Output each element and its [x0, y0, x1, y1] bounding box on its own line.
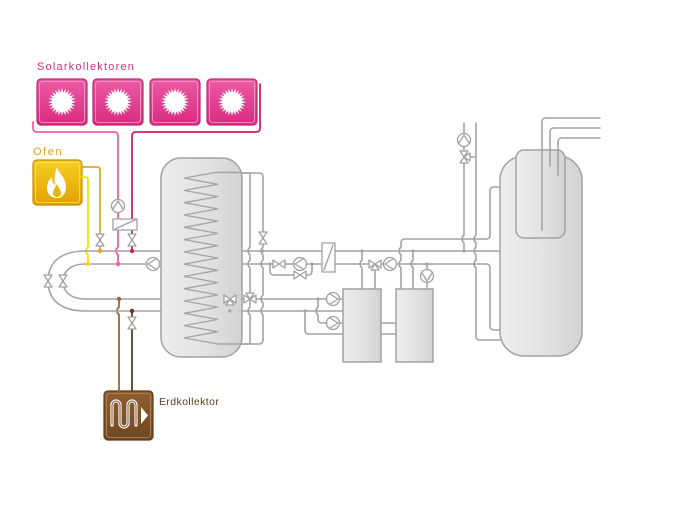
stove: [32, 159, 83, 206]
ground-coil-icon: [110, 399, 148, 429]
junction-dot: [462, 249, 466, 253]
junction-dot: [116, 296, 122, 302]
solar-collectors: [36, 78, 258, 126]
flame-icon: [47, 167, 66, 198]
pump-icon: [292, 256, 308, 272]
ground-collector: [103, 390, 154, 441]
valve-icon: [58, 274, 68, 288]
valve-icon: [293, 270, 307, 280]
pipe: [47, 250, 86, 312]
sun-icon: [104, 88, 132, 116]
sun-icon: [161, 88, 189, 116]
junction-dots: [85, 248, 466, 314]
pump-icon: [325, 291, 341, 307]
storage-tank-1: [342, 288, 382, 363]
pump-icon: [456, 132, 472, 148]
solar-flow-pipe: [131, 83, 261, 252]
junction-dot: [97, 248, 103, 254]
stove-circuit-pipes: [81, 166, 101, 265]
solar-collector: [92, 78, 144, 126]
junction-dot: [316, 297, 320, 301]
pipe: [410, 250, 414, 290]
valve-icon: [258, 231, 268, 245]
valve-icon: [272, 259, 286, 269]
inner-tank: [515, 149, 566, 239]
stove-return-pipe: [81, 176, 89, 265]
junction-dot: [425, 262, 429, 266]
pipe: [557, 137, 601, 176]
valve-icon: [127, 316, 137, 330]
pump-icon: [110, 198, 126, 214]
pump-icon: [325, 315, 341, 331]
junction-dot: [129, 248, 135, 254]
junction-dot: [129, 308, 135, 314]
solar-collector: [206, 78, 258, 126]
pipe: [549, 127, 601, 167]
pump-icon: [419, 268, 435, 284]
junction-dot: [261, 249, 265, 253]
pipe: [241, 172, 251, 345]
solar-collectors-label: Solarkollektoren: [37, 61, 135, 73]
junction-dot: [411, 249, 415, 253]
pump-icon: [145, 256, 161, 272]
solar-collector: [36, 78, 88, 126]
junction-dot: [268, 262, 272, 266]
junction-dot: [228, 309, 232, 313]
three-way-valve-icon: [243, 292, 257, 304]
pumps: [110, 132, 472, 331]
junction-dot: [360, 249, 364, 253]
heat-exchanger-coil: [183, 171, 219, 345]
pipe: [473, 122, 501, 341]
valves: [43, 150, 471, 330]
three-way-valve-icon: [459, 150, 471, 164]
buffer-tank: [160, 157, 243, 358]
pipe: [359, 250, 363, 290]
valve-icon: [43, 274, 53, 288]
pipe: [84, 263, 501, 331]
three-way-valve-icon: [368, 259, 382, 271]
solar-collector: [149, 78, 201, 126]
ground-collector-label: Erdkollektor: [159, 396, 219, 408]
valve-icon: [95, 233, 105, 247]
storage-tank-2: [395, 288, 434, 363]
ground-circuit-pipes: [116, 298, 133, 392]
ground-flow-pipe: [116, 298, 120, 392]
coil-connection: [217, 171, 243, 345]
hot-water-tank: [499, 117, 601, 357]
bypass-pipe: [269, 263, 313, 276]
junction-dot: [303, 309, 307, 313]
plate-heat-exchanger: [321, 242, 336, 273]
sun-icon: [48, 88, 76, 116]
sun-icon: [218, 88, 246, 116]
pipe: [304, 310, 397, 335]
pipe: [241, 172, 264, 345]
pipe: [398, 186, 501, 290]
junction-dot: [310, 262, 314, 266]
pipe: [461, 122, 465, 252]
junction-dot: [115, 261, 121, 267]
valve-icon: [127, 233, 137, 247]
pipe: [62, 263, 86, 300]
stove-flow-pipe: [81, 166, 101, 252]
stove-label: Ofen: [33, 146, 63, 158]
pump-icon: [382, 256, 398, 272]
three-way-valve-icon: [223, 294, 237, 306]
solar-heat-exchanger: [112, 218, 138, 231]
pipe: [541, 117, 601, 231]
pipe: [315, 298, 397, 324]
junction-dot: [85, 261, 91, 267]
